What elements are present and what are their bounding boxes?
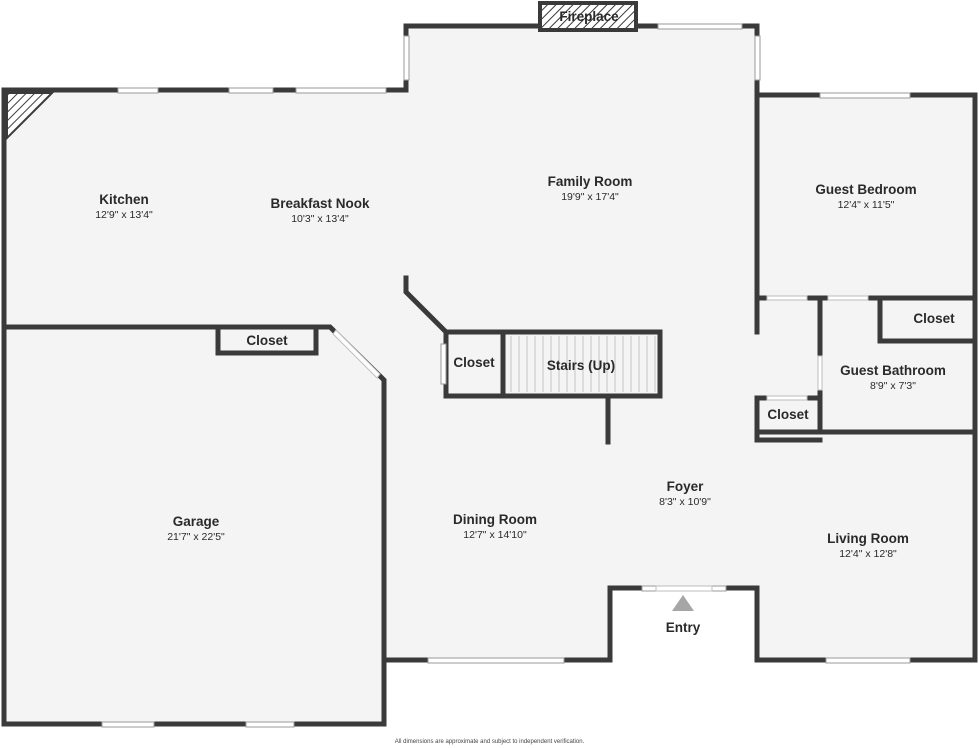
room-labels: Fireplace Kitchen 12'9" x 13'4" Breakfas… (95, 9, 955, 635)
window (819, 92, 911, 99)
dining-room-dim: 12'7" x 14'10" (463, 529, 527, 541)
stair-treads (510, 336, 656, 392)
window (403, 35, 410, 81)
guest-bathroom-dim: 8'9" x 7'3" (870, 380, 916, 392)
wall-bath-closet (877, 295, 978, 344)
openings (332, 295, 869, 592)
garage-label: Garage (173, 514, 220, 529)
bedroom-door-opening (766, 295, 808, 301)
window (711, 585, 727, 592)
dining-room-label: Dining Room (453, 512, 537, 527)
breakfast-nook-dim: 10'3" x 13'4" (291, 213, 349, 225)
kitchen-label: Kitchen (99, 192, 149, 207)
garage-dim: 21'7" x 22'5" (167, 531, 225, 543)
family-room-dim: 19'9" x 17'4" (561, 191, 619, 203)
garage-door-opening (332, 329, 381, 379)
family-room-label: Family Room (548, 174, 633, 189)
disclaimer-text: All dimensions are approximate and subje… (394, 739, 585, 745)
wall-garage-closet (215, 324, 319, 356)
kitchen-counter-hatch (6, 92, 55, 141)
floor-fill (4, 26, 975, 724)
bath-door-opening (817, 355, 823, 391)
foyer-label: Foyer (667, 479, 705, 494)
stairs-label: Stairs (Up) (547, 358, 615, 373)
fireplace-hearth (538, 1, 638, 32)
floor-main (4, 26, 975, 660)
window (228, 87, 274, 94)
closet-hall-label: Closet (767, 407, 809, 422)
window (295, 87, 387, 94)
living-room-label: Living Room (827, 531, 909, 546)
kitchen-dim: 12'9" x 13'4" (95, 209, 153, 221)
breakfast-nook-label: Breakfast Nook (270, 196, 370, 211)
entry-arrow-icon (672, 595, 694, 611)
wall-stair-diag (403, 275, 450, 336)
window (117, 87, 159, 94)
window (754, 35, 761, 81)
floor-garage (4, 327, 384, 724)
guest-bathroom-label: Guest Bathroom (840, 363, 946, 378)
closet-stair-label: Closet (453, 355, 495, 370)
window (427, 657, 565, 664)
window (641, 585, 657, 592)
window (245, 721, 295, 728)
entry-label: Entry (666, 620, 701, 635)
window (101, 721, 155, 728)
windows (101, 23, 911, 728)
guest-bedroom-dim: 12'4" x 11'5" (838, 199, 895, 211)
window (825, 657, 911, 664)
living-room-dim: 12'4" x 12'8" (839, 548, 897, 560)
bedroom-door-opening (827, 295, 869, 301)
wall-hall-closet (754, 395, 823, 443)
closet-bath-label: Closet (913, 311, 955, 326)
fireplace-label: Fireplace (559, 9, 619, 24)
window (440, 343, 447, 385)
window (657, 23, 743, 30)
entry-door-opening (655, 585, 713, 592)
closet-garage-label: Closet (246, 333, 288, 348)
foyer-dim: 8'3" x 10'9" (659, 496, 711, 508)
hall-closet-door-opening (766, 395, 808, 401)
guest-bedroom-label: Guest Bedroom (815, 182, 916, 197)
